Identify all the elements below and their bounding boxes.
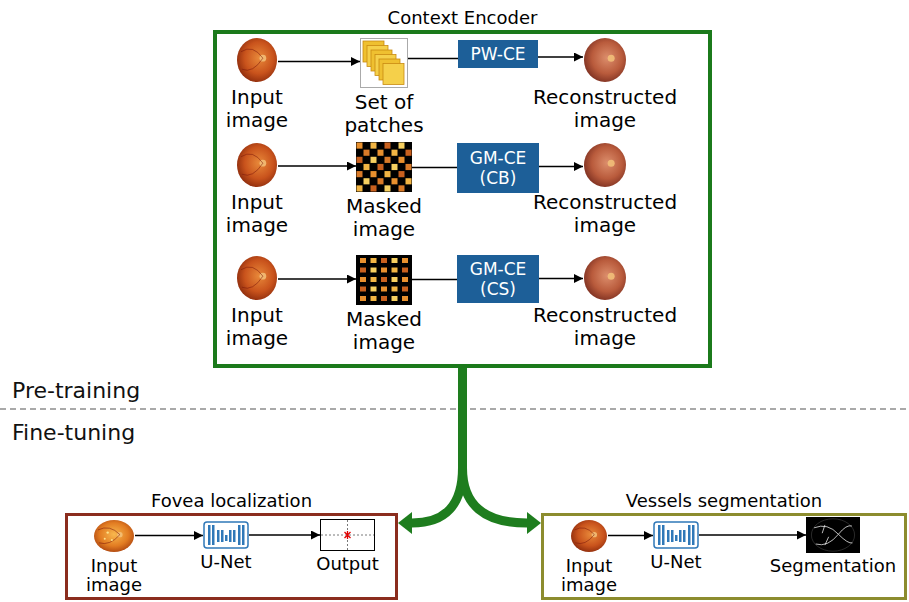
image-caption: U-Net (636, 552, 716, 571)
unet-icon: U-Net (203, 521, 249, 549)
flow-arrow (278, 165, 356, 166)
fundus-illustration (570, 519, 608, 553)
box-heading: Fovea localization (68, 490, 395, 511)
transfer-arrow (463, 368, 542, 534)
arrow-shaft (463, 368, 528, 523)
image-caption: Reconstructed image (520, 191, 690, 237)
fundus-thumbnail: Input image (93, 519, 135, 553)
model-box: GM-CE (CS) (457, 255, 539, 303)
arrow-shaft (412, 368, 463, 523)
recon-illustration (583, 37, 627, 83)
flow-arrow (249, 534, 320, 535)
fundus-thumbnail: Input image (236, 142, 278, 188)
vessels-task-box: Vessels segmentationInput imageU-NetSegm… (541, 513, 907, 600)
image-caption: Masked image (334, 308, 434, 354)
output-plot: Output (320, 519, 375, 551)
image-caption: Input image (79, 556, 149, 594)
fundus-illustration (236, 255, 278, 301)
reconstructed-thumbnail: Reconstructed image (583, 142, 627, 188)
output-illustration (320, 519, 375, 551)
arrow-head (398, 512, 412, 534)
seg-illustration (806, 517, 860, 553)
image-caption: Input image (217, 191, 297, 237)
model-name: GM-CE (CB) (463, 148, 533, 188)
stage-label: Fine-tuning (12, 420, 135, 446)
patches-illustration (360, 38, 408, 88)
transfer-arrow (398, 368, 463, 534)
divider-line (0, 408, 909, 409)
model-name: PW-CE (470, 44, 525, 64)
flow-arrow (608, 535, 653, 536)
fundus-illustration (236, 142, 278, 188)
fovea-task-box: Fovea localizationInput imageU-NetOutput (65, 513, 398, 600)
stage-label: Pre-training (12, 378, 140, 404)
masked-thumbnail: Masked image (356, 142, 412, 192)
unet-icon: U-Net (653, 521, 699, 549)
flow-arrow (412, 279, 457, 280)
masked-thumbnail: Masked image (356, 255, 412, 305)
recon-illustration (583, 255, 627, 301)
image-caption: Reconstructed image (520, 86, 690, 132)
fundus-thumbnail: Input image (570, 519, 608, 553)
model-name: GM-CE (CS) (463, 259, 533, 299)
flow-arrow (538, 56, 583, 57)
fundus-thumbnail: Input image (236, 255, 278, 301)
image-caption: Output (303, 554, 393, 573)
image-caption: Input image (217, 86, 297, 132)
patches-thumbnail: Set of patches (360, 38, 408, 88)
unet-illustration (653, 521, 699, 549)
model-box: GM-CE (CB) (457, 143, 539, 193)
flow-arrow (278, 278, 356, 279)
recon-illustration (583, 142, 627, 188)
flow-arrow (412, 167, 457, 168)
fundus2-illustration (93, 519, 135, 553)
label-holder: Fine-tuning (12, 420, 135, 446)
flow-arrow (278, 61, 360, 62)
image-caption: Segmentation (763, 556, 903, 575)
maskCS-illustration (356, 255, 412, 305)
image-caption: Input image (554, 556, 624, 594)
image-caption: Reconstructed image (520, 304, 690, 350)
fundus-illustration (236, 37, 278, 83)
flow-arrow (135, 535, 203, 536)
reconstructed-thumbnail: Reconstructed image (583, 255, 627, 301)
flow-arrow (539, 166, 583, 167)
box-heading: Vessels segmentation (544, 490, 904, 511)
flow-arrow (539, 278, 583, 279)
segmentation-map: Segmentation (806, 517, 860, 553)
reconstructed-thumbnail: Reconstructed image (583, 37, 627, 83)
fundus-thumbnail: Input image (236, 37, 278, 83)
image-caption: Input image (217, 304, 297, 350)
box-heading: Context Encoder (217, 7, 708, 28)
label-holder: Pre-training (12, 378, 140, 404)
model-box: PW-CE (458, 40, 538, 68)
flow-arrow (408, 58, 458, 59)
image-caption: U-Net (186, 552, 266, 571)
image-caption: Set of patches (334, 91, 434, 137)
unet-illustration (203, 521, 249, 549)
image-caption: Masked image (334, 195, 434, 241)
arrow-head (527, 512, 541, 534)
flow-arrow (699, 534, 806, 535)
context-encoder-box: Context EncoderInput imageSet of patches… (213, 30, 712, 368)
maskCB-illustration (356, 142, 412, 192)
